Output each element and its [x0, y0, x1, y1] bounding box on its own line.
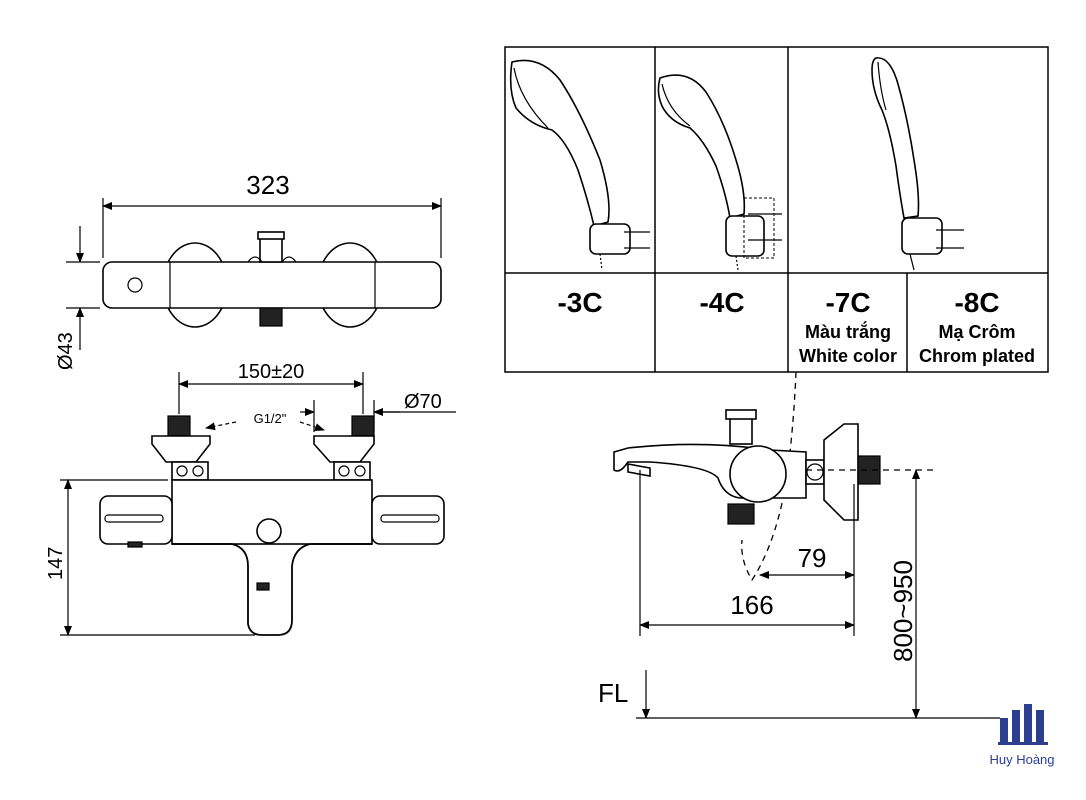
- spout-dimension-label: 166: [730, 590, 773, 620]
- depth-dimension-label: Ø43: [55, 332, 77, 370]
- hand-shower-3c: [509, 59, 650, 271]
- side-view: 79 166 800~950 FL: [598, 371, 1000, 719]
- building-logo-icon: [998, 704, 1048, 745]
- brand-name: Huy Hoàng: [989, 752, 1054, 767]
- variant-7c-line1: Màu trắng: [805, 321, 891, 342]
- variant-8c-line1: Mạ Crôm: [938, 322, 1015, 342]
- left-handle: [99, 495, 173, 545]
- variant-8c-line2: Chrom plated: [919, 346, 1035, 366]
- side-diverter: [729, 417, 753, 445]
- front-view: 150±20 Ø70 G1/2" 147: [45, 361, 456, 636]
- left-flange: [151, 435, 211, 463]
- outlet-thread: [259, 307, 283, 327]
- thread-label: G1/2": [254, 411, 287, 426]
- valve-body-top: [102, 261, 442, 309]
- variants-table: -3C -4C -7C Màu trắng White color -8C Mạ…: [504, 46, 1049, 373]
- right-handle: [371, 495, 445, 545]
- top-view: 323 Ø43: [55, 170, 442, 370]
- spacing-dimension-label: 150±20: [238, 361, 305, 383]
- variant-code-7c: -7C: [825, 287, 870, 318]
- variant-7c-line2: White color: [799, 346, 897, 366]
- hand-shower-78c: [871, 57, 964, 271]
- outlet-dimension-label: 79: [798, 543, 827, 573]
- center-control: [256, 518, 282, 544]
- mount-height-label: 800~950: [888, 560, 918, 662]
- hose-path: [741, 371, 797, 582]
- spout-front: [172, 543, 372, 636]
- diverter-knob: [259, 235, 283, 263]
- height-dimension-label: 147: [45, 547, 67, 580]
- left-inlet-thread: [167, 415, 191, 437]
- flange-diameter-label: Ø70: [404, 391, 442, 413]
- brand-logo: Huy Hoàng: [989, 704, 1055, 767]
- variant-code-3c: -3C: [557, 287, 602, 318]
- side-valve-body: [729, 445, 787, 503]
- floor-label: FL: [598, 678, 628, 708]
- side-flange: [823, 423, 859, 521]
- right-flange: [313, 435, 375, 463]
- width-dimension-label: 323: [246, 170, 289, 200]
- variant-code-8c: -8C: [954, 287, 999, 318]
- hand-shower-4c: [657, 74, 782, 271]
- variant-code-4c: -4C: [699, 287, 744, 318]
- right-inlet-thread: [351, 415, 375, 437]
- indicator-dot: [127, 277, 143, 293]
